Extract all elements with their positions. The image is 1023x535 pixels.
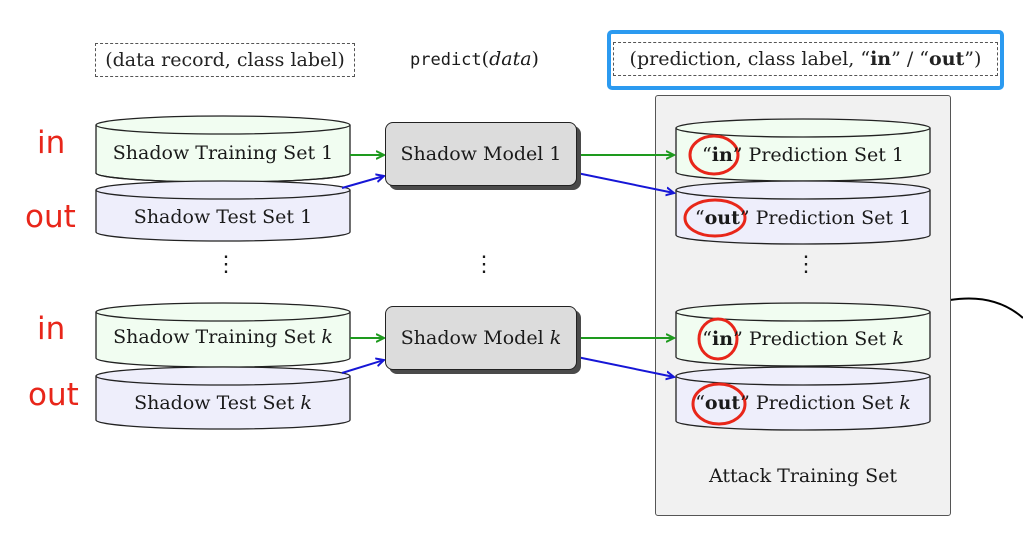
in-label-1: in [37,125,66,161]
in-highlight-circle-1 [688,134,740,176]
out-prediction-set-k-cylinder [675,366,931,431]
shadow-test-set-k-cylinder [95,366,351,430]
shadow-test-set-1-label: Shadow Test Set 1 [133,206,313,228]
ellipsis-shadow-sets: ⋮ [215,252,237,277]
output-format-highlight [607,30,1004,90]
in-prediction-set-1-cylinder [675,118,931,182]
shadow-model-k: Shadow Model k [385,306,577,370]
in-label-k: in [37,311,66,347]
shadow-model-1: Shadow Model 1 [385,122,577,186]
shadow-training-set-k-label: Shadow Training Set k [113,326,333,348]
data-record-text: (data record, class label) [105,49,345,71]
shadow-test-set-k-label: Shadow Test Set k [134,392,312,414]
out-tag: out [929,48,965,70]
data-record-box: (data record, class label) [95,43,355,77]
out-prediction-set-k-label: “out” Prediction Set k [695,392,911,414]
out-highlight-circle-1 [683,198,747,238]
test-k-to-model-k-arrow [341,360,384,374]
model-k-to-out-prediction-arrow [576,356,674,377]
predict-function: predict [410,50,482,70]
predict-argument: data [489,48,532,70]
shadow-training-set-1-label: Shadow Training Set 1 [112,142,334,164]
shadow-test-set-1-cylinder [95,180,351,242]
prediction-format-box: (prediction, class label, “in” / “out”) [613,42,998,76]
in-tag: in [870,48,892,70]
shadow-training-set-k-cylinder [95,302,351,368]
in-prediction-set-1-label: “in” Prediction Set 1 [702,144,904,166]
attack-training-set-label: Attack Training Set [709,465,897,487]
attack-output-curve [949,297,1023,319]
out-label-k: out [28,377,79,413]
ellipsis-predictions: ⋮ [795,252,817,277]
out-prediction-set-1-label: “out” Prediction Set 1 [694,207,912,229]
in-highlight-circle-k [697,317,739,361]
out-prediction-set-1-cylinder [675,180,931,245]
ellipsis-models: ⋮ [473,252,495,277]
out-label-1: out [25,199,76,235]
model-1-to-out-prediction-arrow [576,172,674,193]
in-prediction-set-k-label: “in” Prediction Set k [702,328,904,350]
test-1-to-model-1-arrow [341,176,384,189]
predict-expression: predict(data) [410,48,539,70]
out-highlight-circle-k [691,382,747,426]
